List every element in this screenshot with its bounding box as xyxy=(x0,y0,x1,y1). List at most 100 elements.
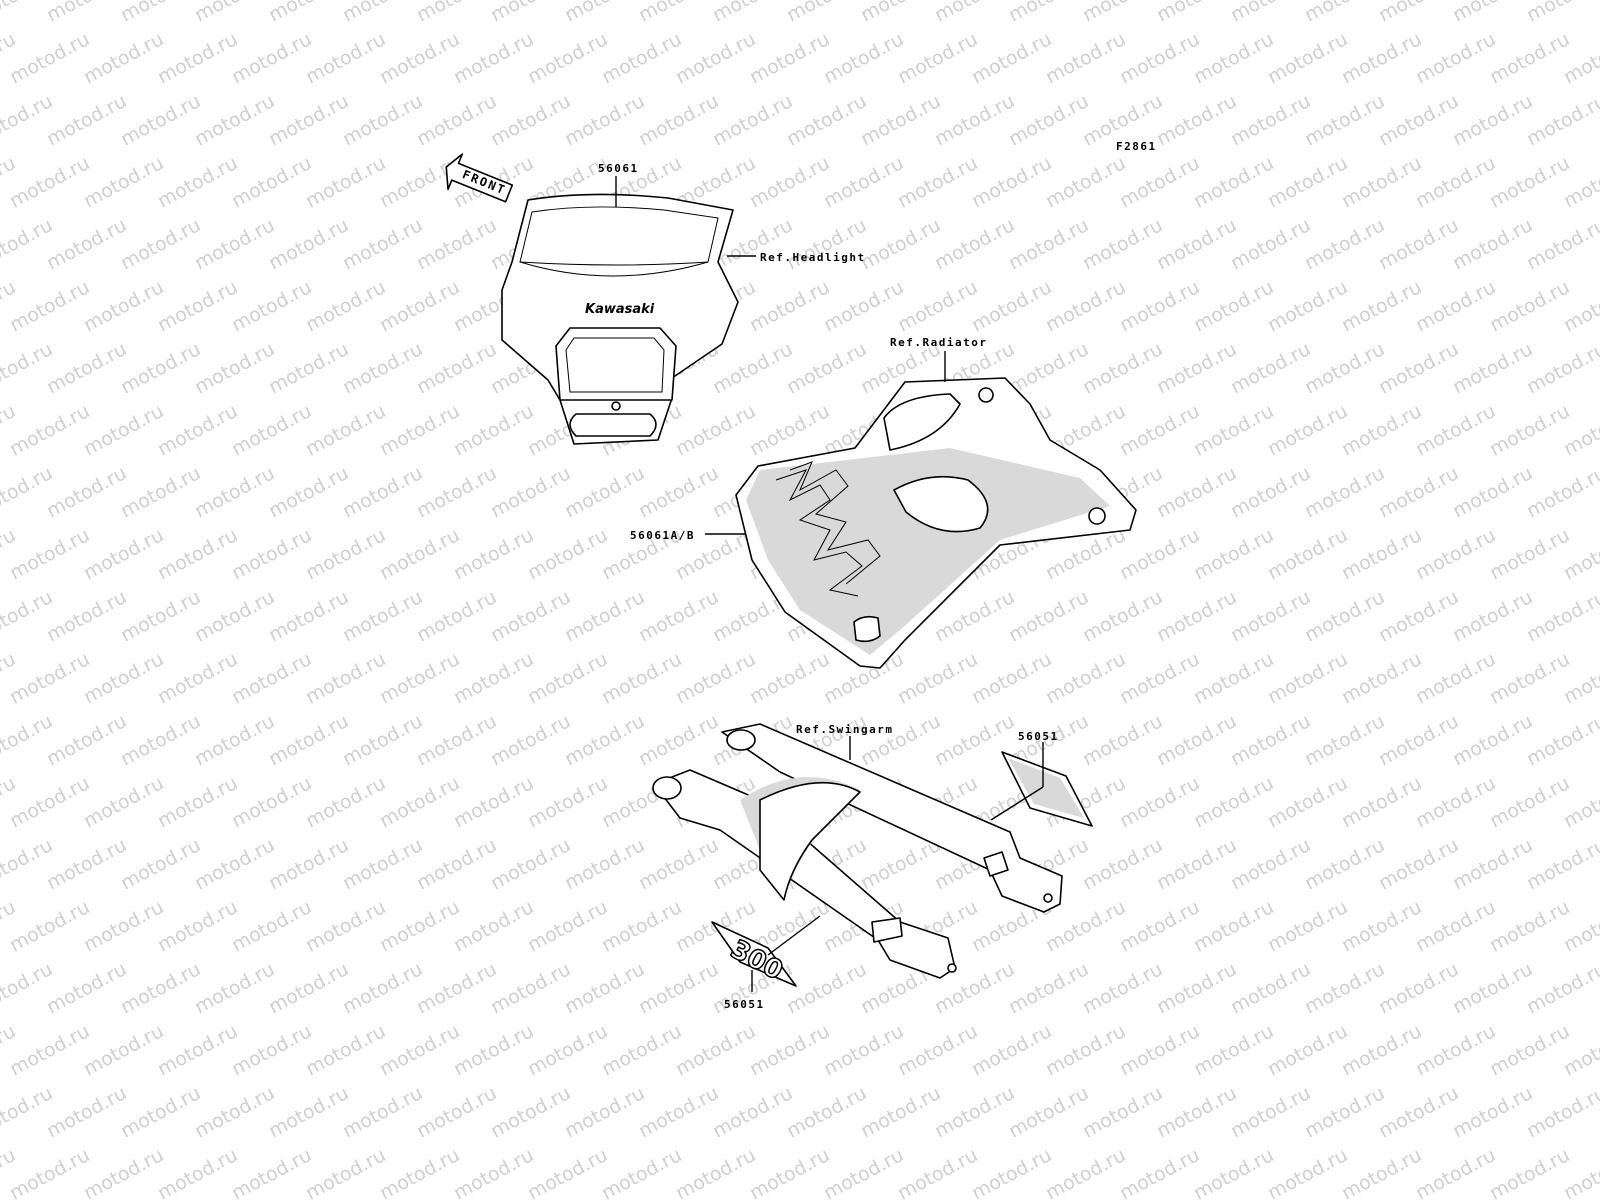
watermark-text: motod.ru xyxy=(1412,28,1499,88)
radiator-shroud xyxy=(735,377,1137,669)
watermark-text: motod.ru xyxy=(487,958,574,1018)
watermark-text: motod.ru xyxy=(376,1144,463,1200)
watermark-text: motod.ru xyxy=(1116,152,1203,212)
watermark-text: motod.ru xyxy=(857,214,944,274)
watermark-text: motod.ru xyxy=(302,896,389,956)
watermark-text: motod.ru xyxy=(80,276,167,336)
watermark-text: motod.ru xyxy=(6,1144,93,1200)
watermark-text: motod.ru xyxy=(1486,276,1573,336)
watermark-text: motod.ru xyxy=(1301,90,1388,150)
watermark-text: motod.ru xyxy=(80,1020,167,1080)
watermark-text: motod.ru xyxy=(1079,1082,1166,1142)
watermark-text: motod.ru xyxy=(746,400,833,460)
watermark-text: motod.ru xyxy=(1412,524,1499,584)
watermark-text: motod.ru xyxy=(1190,896,1277,956)
watermark-text: motod.ru xyxy=(6,400,93,460)
watermark-text: motod.ru xyxy=(154,896,241,956)
watermark-text: motod.ru xyxy=(672,1144,759,1200)
watermark-text: motod.ru xyxy=(191,710,278,770)
watermark-text: motod.ru xyxy=(931,1082,1018,1142)
watermark-text: motod.ru xyxy=(376,648,463,708)
watermark-text: motod.ru xyxy=(117,90,204,150)
watermark-text: motod.ru xyxy=(154,1144,241,1200)
watermark-text: motod.ru xyxy=(1338,1020,1425,1080)
watermark-text: motod.ru xyxy=(1042,276,1129,336)
watermark-text: motod.ru xyxy=(1227,1082,1314,1142)
watermark-text: motod.ru xyxy=(339,958,426,1018)
watermark-text: motod.ru xyxy=(524,28,611,88)
watermark-text: motod.ru xyxy=(1264,772,1351,832)
watermark-text: motod.ru xyxy=(339,462,426,522)
watermark-text: motod.ru xyxy=(302,648,389,708)
watermark-text: motod.ru xyxy=(598,1144,685,1200)
watermark-text: motod.ru xyxy=(1005,338,1092,398)
watermark-text: motod.ru xyxy=(339,1082,426,1142)
watermark-text: motod.ru xyxy=(228,276,315,336)
watermark-text: motod.ru xyxy=(1153,90,1240,150)
watermark-text: motod.ru xyxy=(1486,1144,1573,1200)
watermark-text: motod.ru xyxy=(1338,772,1425,832)
watermark-text: motod.ru xyxy=(1116,1144,1203,1200)
watermark-text: motod.ru xyxy=(1412,772,1499,832)
watermark-text: motod.ru xyxy=(450,896,537,956)
watermark-text: motod.ru xyxy=(1486,152,1573,212)
watermark-text: motod.ru xyxy=(228,28,315,88)
watermark-text: motod.ru xyxy=(80,400,167,460)
watermark-text: motod.ru xyxy=(1375,214,1462,274)
watermark-text: motod.ru xyxy=(228,400,315,460)
watermark-text: motod.ru xyxy=(783,338,870,398)
watermark-text: motod.ru xyxy=(1301,586,1388,646)
watermark-text: motod.ru xyxy=(413,0,500,26)
watermark-text: motod.ru xyxy=(1486,1020,1573,1080)
watermark-text: motod.ru xyxy=(1375,958,1462,1018)
watermark-text: motod.ru xyxy=(968,1144,1055,1200)
watermark-text: motod.ru xyxy=(635,0,722,26)
watermark-text: motod.ru xyxy=(635,90,722,150)
label-ref-radiator: Ref.Radiator xyxy=(890,336,987,349)
watermark-text: motod.ru xyxy=(1338,400,1425,460)
watermark-text: motod.ru xyxy=(1079,338,1166,398)
watermark-text: motod.ru xyxy=(265,0,352,26)
watermark-text: motod.ru xyxy=(1190,524,1277,584)
watermark-text: motod.ru xyxy=(561,834,648,894)
watermark-text: motod.ru xyxy=(80,152,167,212)
watermark-text: motod.ru xyxy=(413,710,500,770)
watermark-text: motod.ru xyxy=(43,1082,130,1142)
watermark-text: motod.ru xyxy=(302,152,389,212)
watermark-text: motod.ru xyxy=(154,276,241,336)
watermark-text: motod.ru xyxy=(1153,834,1240,894)
watermark-text: motod.ru xyxy=(561,586,648,646)
watermark-text: motod.ru xyxy=(191,462,278,522)
watermark-text: motod.ru xyxy=(857,90,944,150)
watermark-text: motod.ru xyxy=(1523,1082,1600,1142)
watermark-text: motod.ru xyxy=(1116,772,1203,832)
watermark-text: motod.ru xyxy=(43,214,130,274)
watermark-text: motod.ru xyxy=(561,90,648,150)
watermark-text: motod.ru xyxy=(191,1082,278,1142)
watermark-text: motod.ru xyxy=(1375,710,1462,770)
watermark-text: motod.ru xyxy=(6,896,93,956)
watermark-text: motod.ru xyxy=(968,648,1055,708)
watermark-text: motod.ru xyxy=(1523,338,1600,398)
watermark-text: motod.ru xyxy=(1227,0,1314,26)
watermark-text: motod.ru xyxy=(894,1144,981,1200)
diagram-code: F2861 xyxy=(1116,140,1157,153)
watermark-text: motod.ru xyxy=(635,710,722,770)
watermark-text: motod.ru xyxy=(1264,1020,1351,1080)
watermark-text: motod.ru xyxy=(524,1144,611,1200)
watermark-text: motod.ru xyxy=(1042,28,1129,88)
watermark-text: motod.ru xyxy=(1153,214,1240,274)
watermark-text: motod.ru xyxy=(1301,214,1388,274)
watermark-text: motod.ru xyxy=(191,214,278,274)
watermark-text: motod.ru xyxy=(1486,524,1573,584)
headlight-cover: Kawasaki xyxy=(501,193,739,445)
watermark-text: motod.ru xyxy=(1227,834,1314,894)
watermark-text: motod.ru xyxy=(450,648,537,708)
watermark-text: motod.ru xyxy=(1412,896,1499,956)
watermark-text: motod.ru xyxy=(635,586,722,646)
watermark-text: motod.ru xyxy=(191,958,278,1018)
watermark-text: motod.ru xyxy=(1116,648,1203,708)
watermark-text: motod.ru xyxy=(339,586,426,646)
watermark-text: motod.ru xyxy=(1523,710,1600,770)
watermark-text: motod.ru xyxy=(1486,648,1573,708)
